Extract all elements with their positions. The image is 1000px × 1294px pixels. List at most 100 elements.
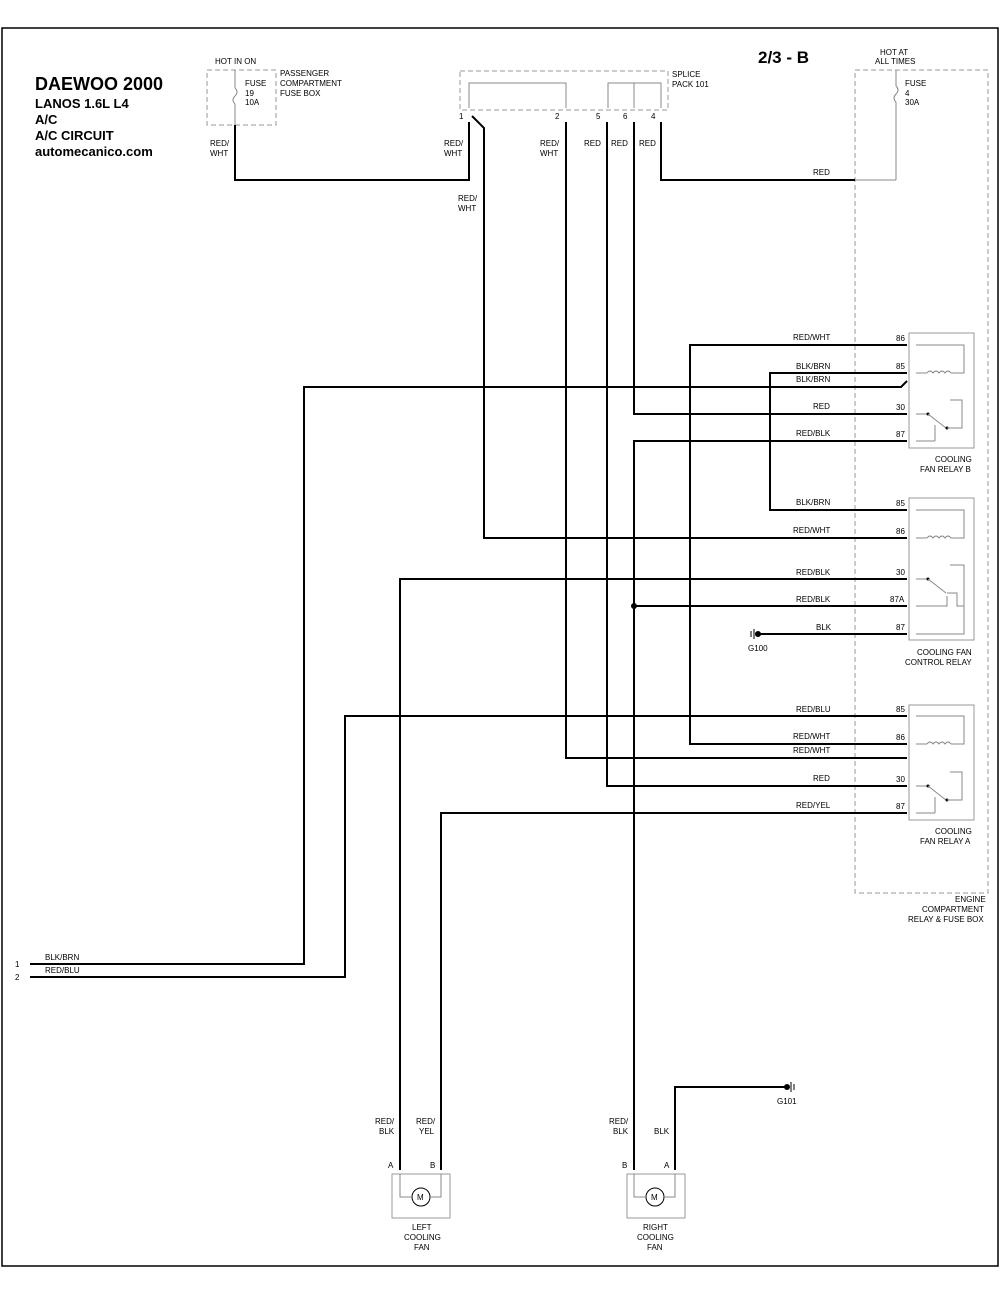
- svg-text:19: 19: [245, 89, 254, 98]
- svg-text:BLK: BLK: [379, 1127, 395, 1136]
- svg-text:RED: RED: [639, 139, 656, 148]
- svg-text:RED/WHT: RED/WHT: [793, 732, 830, 741]
- svg-text:RED/WHT: RED/WHT: [793, 526, 830, 535]
- system-label: A/C: [35, 112, 58, 127]
- svg-text:G101: G101: [777, 1097, 797, 1106]
- cooling-fan-relay-a: 85 86 30 87 COOLING FAN RELAY A: [896, 704, 975, 846]
- svg-text:M: M: [651, 1193, 658, 1202]
- svg-text:RED: RED: [611, 139, 628, 148]
- svg-text:YEL: YEL: [419, 1127, 435, 1136]
- svg-text:1: 1: [15, 960, 20, 969]
- circuit-label: A/C CIRCUIT: [35, 128, 114, 143]
- svg-text:BLK/BRN: BLK/BRN: [796, 362, 830, 371]
- wire-splice1-control86: [471, 115, 907, 539]
- diagram-title: DAEWOO 2000: [35, 74, 163, 94]
- wire-relayB86-relayA86: [689, 344, 907, 745]
- fuse-19: HOT IN ON FUSE 19 10A PASSENGER COMPARTM…: [206, 57, 342, 126]
- svg-text:PACK 101: PACK 101: [672, 80, 709, 89]
- site-label: automecanico.com: [35, 144, 153, 159]
- svg-text:RED/: RED/: [609, 1117, 629, 1126]
- svg-text:87: 87: [896, 430, 905, 439]
- svg-text:6: 6: [623, 112, 628, 121]
- svg-text:B: B: [430, 1161, 435, 1170]
- svg-text:M: M: [417, 1193, 424, 1202]
- svg-text:FUSE: FUSE: [245, 79, 266, 88]
- svg-text:87: 87: [896, 802, 905, 811]
- svg-text:2: 2: [555, 112, 560, 121]
- fuse19-hot-label: HOT IN ON: [215, 57, 256, 66]
- svg-text:RED/YEL: RED/YEL: [796, 801, 831, 810]
- svg-text:BLK/BRN: BLK/BRN: [796, 375, 830, 384]
- svg-text:RED/WHT: RED/WHT: [793, 333, 830, 342]
- svg-text:HOT AT: HOT AT: [880, 48, 908, 57]
- svg-text:BLK/BRN: BLK/BRN: [45, 953, 79, 962]
- fuse19-box: [206, 69, 277, 126]
- svg-text:RED: RED: [813, 774, 830, 783]
- svg-text:87: 87: [896, 623, 905, 632]
- svg-text:RED/: RED/: [540, 139, 560, 148]
- motor-icon: [645, 1187, 665, 1207]
- svg-text:COOLING: COOLING: [404, 1233, 441, 1242]
- svg-text:RED: RED: [813, 168, 830, 177]
- svg-text:87A: 87A: [890, 595, 905, 604]
- cooling-fan-control-relay: 85 86 30 87A 87 COOLING FAN CONTROL RELA…: [890, 497, 975, 667]
- wire-splice6-relayB30: [633, 122, 907, 415]
- svg-text:86: 86: [896, 733, 905, 742]
- splice-pack-101: SPLICE PACK 101 1 2 5 6 4: [459, 70, 709, 121]
- svg-text:30: 30: [896, 775, 905, 784]
- svg-text:RED/BLU: RED/BLU: [796, 705, 831, 714]
- svg-text:RED/: RED/: [444, 139, 464, 148]
- svg-text:RED/WHT: RED/WHT: [793, 746, 830, 755]
- svg-text:A: A: [664, 1161, 670, 1170]
- page-frame: [1, 27, 999, 1267]
- svg-text:RED/: RED/: [210, 139, 230, 148]
- svg-text:85: 85: [896, 705, 905, 714]
- svg-text:G100: G100: [748, 644, 768, 653]
- splice-box: [459, 70, 669, 111]
- wire-splice5-relayA30: [606, 122, 907, 787]
- svg-text:COOLING: COOLING: [637, 1233, 674, 1242]
- svg-text:RED/: RED/: [375, 1117, 395, 1126]
- svg-text:WHT: WHT: [210, 149, 228, 158]
- svg-text:4: 4: [651, 112, 656, 121]
- motor-icon: [411, 1187, 431, 1207]
- ground-g100-icon: [750, 629, 761, 639]
- svg-text:30: 30: [896, 568, 905, 577]
- svg-text:RIGHT: RIGHT: [643, 1223, 668, 1232]
- svg-text:PASSENGER: PASSENGER: [280, 69, 329, 78]
- svg-text:10A: 10A: [245, 98, 260, 107]
- svg-text:A: A: [388, 1161, 394, 1170]
- svg-text:BLK: BLK: [816, 623, 832, 632]
- svg-text:FAN RELAY B: FAN RELAY B: [920, 465, 971, 474]
- svg-text:RED: RED: [584, 139, 601, 148]
- svg-text:FAN: FAN: [647, 1243, 663, 1252]
- svg-text:86: 86: [896, 527, 905, 536]
- svg-text:WHT: WHT: [458, 204, 476, 213]
- svg-text:FAN RELAY A: FAN RELAY A: [920, 837, 971, 846]
- svg-text:BLK/BRN: BLK/BRN: [796, 498, 830, 507]
- svg-text:WHT: WHT: [540, 149, 558, 158]
- fuse-4: HOT AT ALL TIMES FUSE 4 30A: [875, 48, 926, 180]
- svg-text:2: 2: [15, 973, 20, 982]
- svg-text:ENGINE: ENGINE: [955, 895, 986, 904]
- svg-text:B: B: [622, 1161, 627, 1170]
- svg-text:86: 86: [896, 334, 905, 343]
- svg-text:RED/: RED/: [416, 1117, 436, 1126]
- wire-splice2-relayA: [565, 122, 907, 759]
- svg-text:RED/BLK: RED/BLK: [796, 568, 831, 577]
- wire-splice4-fuse4: [660, 122, 855, 181]
- svg-text:FUSE BOX: FUSE BOX: [280, 89, 321, 98]
- svg-text:30A: 30A: [905, 98, 920, 107]
- wire-conn1-relayB85: [30, 380, 908, 965]
- svg-text:COOLING: COOLING: [935, 827, 972, 836]
- wire-fuse19-splice: [234, 122, 470, 181]
- right-cooling-fan: B A M RIGHT COOLING FAN: [622, 1161, 686, 1252]
- svg-text:RED: RED: [813, 402, 830, 411]
- svg-text:30: 30: [896, 403, 905, 412]
- svg-text:85: 85: [896, 499, 905, 508]
- engine-compartment-box: [854, 69, 989, 894]
- svg-text:COMPARTMENT: COMPARTMENT: [280, 79, 342, 88]
- svg-text:RED/BLK: RED/BLK: [796, 595, 831, 604]
- svg-text:BLK: BLK: [654, 1127, 670, 1136]
